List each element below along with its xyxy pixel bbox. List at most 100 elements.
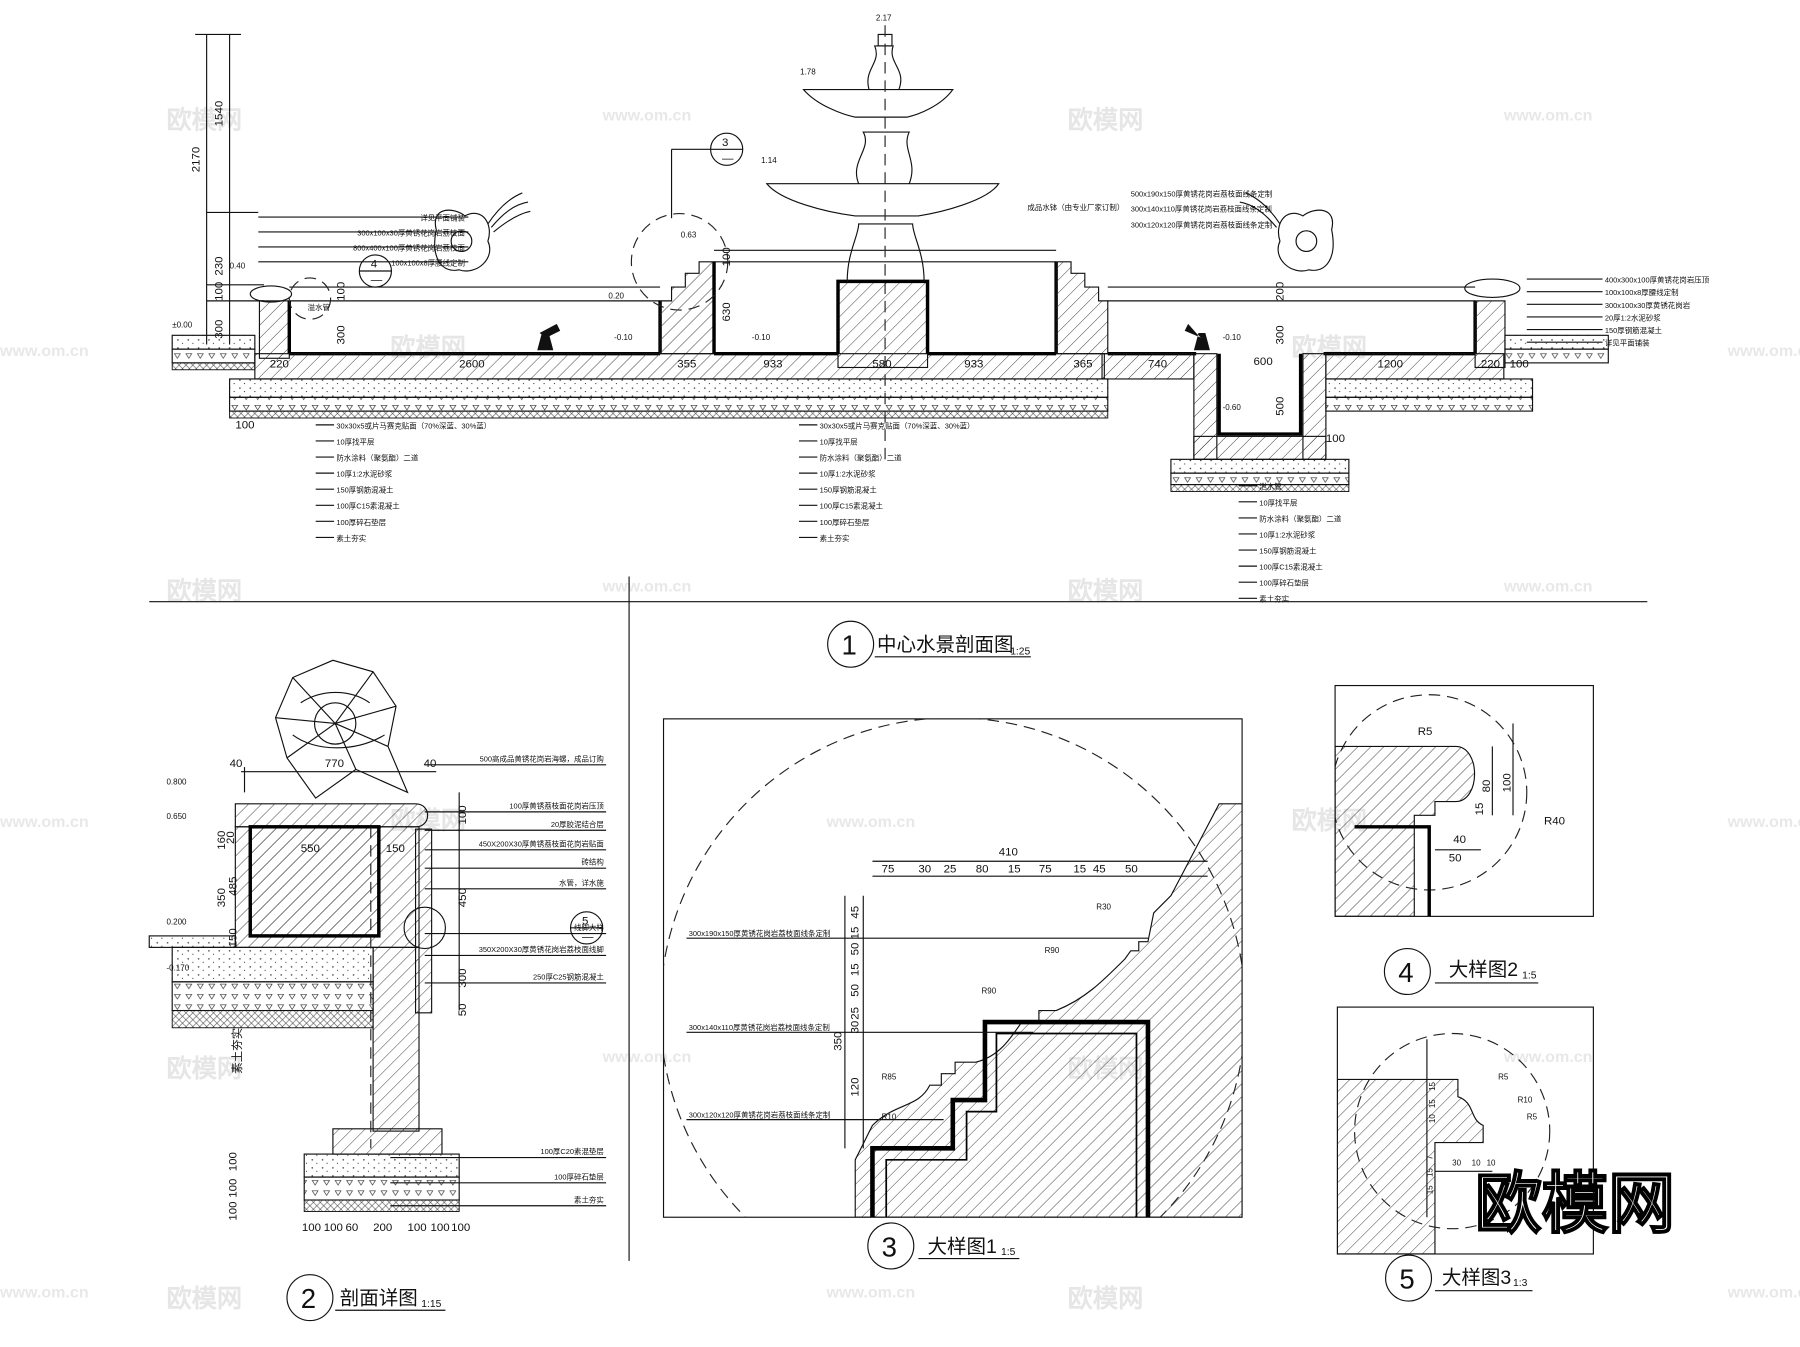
elevation-marker: -0.10 bbox=[1223, 333, 1242, 342]
dimension-label: 25 bbox=[850, 1007, 862, 1020]
dimension-label: 770 bbox=[325, 758, 344, 770]
dimension-label: 25 bbox=[944, 864, 957, 876]
dimension-label: R5 bbox=[1498, 1072, 1509, 1081]
watermark-brand: 欧模网 bbox=[166, 576, 242, 605]
annotation-note: 20厚1:2水泥砂浆 bbox=[1605, 312, 1661, 322]
watermark-url: www.om.cn bbox=[1503, 577, 1593, 595]
watermark-url: www.om.cn bbox=[602, 107, 692, 125]
dimension-label: 365 bbox=[1073, 358, 1092, 370]
dimension-label: 350 bbox=[832, 1032, 844, 1051]
annotation-note: 300x100x30厚黄锈花岗岩 bbox=[1605, 300, 1691, 310]
dim-100: 100 bbox=[214, 282, 226, 301]
section-title: 剖面详图 bbox=[340, 1288, 418, 1310]
annotation-note: 水管，详水施 bbox=[559, 877, 604, 887]
dimension-label: 50 bbox=[1449, 852, 1462, 864]
dimension-label: 30 bbox=[918, 864, 931, 876]
section-scale: 1:15 bbox=[421, 1299, 441, 1310]
dimension-label: R40 bbox=[1544, 816, 1565, 828]
dimension-label: 150 bbox=[227, 928, 239, 947]
layer-note: 10厚1:2水泥砂浆 bbox=[336, 469, 392, 479]
callout-ref-5: 5 bbox=[582, 915, 588, 927]
dim-300: 300 bbox=[214, 320, 226, 339]
dimension-label: 45 bbox=[850, 906, 862, 919]
section-title: 大样图1 bbox=[928, 1236, 997, 1258]
annotation-note: 100厚碎石垫层 bbox=[554, 1171, 604, 1181]
annotation-note: 450X200X30厚黄锈荔枝面花岗岩贴面 bbox=[479, 838, 605, 848]
dimension-label: 1200 bbox=[1378, 358, 1404, 370]
dimension-label: 15 bbox=[1428, 1081, 1437, 1090]
layer-note: 10厚1:2水泥砂浆 bbox=[820, 469, 876, 479]
dimension-label: 40 bbox=[424, 758, 437, 770]
watermark-brand: 欧模网 bbox=[166, 106, 242, 135]
radius-label: R90 bbox=[982, 986, 997, 995]
callout-sub: — bbox=[722, 153, 734, 165]
watermark-brand: 欧模网 bbox=[1068, 106, 1144, 135]
section-number: 5 bbox=[1399, 1263, 1414, 1294]
dimension-label: 10 bbox=[1428, 1114, 1437, 1123]
watermark-layer: 欧模网欧模网欧模网欧模网欧模网欧模网欧模网欧模网欧模网欧模网欧模网欧模网www.… bbox=[0, 106, 1800, 1313]
layer-note: 防水涂料（聚氨酯）二道 bbox=[820, 452, 903, 462]
elevation-marker: 1.78 bbox=[800, 68, 816, 77]
dimension-label: 50 bbox=[457, 1004, 469, 1017]
layer-note: 150厚钢筋混凝土 bbox=[820, 485, 878, 495]
dimension-label: 300 bbox=[457, 968, 469, 987]
annotation-note: 400x300x100厚黄锈花岗岩压顶 bbox=[1605, 274, 1710, 284]
section-1-title: 1 中心水景剖面图 1:25 bbox=[827, 620, 1031, 668]
dimension-label: R5 bbox=[1527, 1113, 1538, 1122]
watermark-url: www.om.cn bbox=[826, 813, 916, 831]
underwater-lamp-icon bbox=[1184, 323, 1210, 351]
dimension-label: 220 bbox=[1481, 358, 1500, 370]
dimension-label: 300 bbox=[335, 325, 347, 344]
annotation-note: 100x100x8厚腰线定制 bbox=[1605, 287, 1679, 297]
section-2-detail: 5 — 500高成品黄锈花岗岩海螺，成品订购100厚黄锈荔枝面花岗岩压顶20厚胶… bbox=[148, 659, 607, 1322]
elevation-marker: 0.800 bbox=[166, 777, 187, 786]
dimension-label: 80 bbox=[1481, 780, 1493, 793]
layer-note: 10厚找平层 bbox=[1259, 497, 1298, 507]
dimension-label: 300 bbox=[1274, 325, 1286, 344]
elevation-marker: -0.60 bbox=[1223, 403, 1242, 412]
dimension-label: 15 bbox=[1426, 1168, 1435, 1177]
underwater-lamp-icon bbox=[537, 323, 561, 351]
layer-note: 素土夯实 bbox=[1259, 594, 1289, 604]
elevation-marker: ±0.00 bbox=[172, 320, 193, 329]
dim-2170: 2170 bbox=[191, 147, 203, 173]
layer-note: 素土夯实 bbox=[336, 533, 366, 543]
annotation-note: 素土夯实 bbox=[574, 1194, 604, 1204]
dimension-label: 600 bbox=[1254, 356, 1273, 368]
elevation-marker: 0.63 bbox=[681, 231, 697, 240]
radius-label: R30 bbox=[1096, 902, 1111, 911]
dimension-label: 15 bbox=[850, 927, 862, 940]
dimension-label: 100 bbox=[324, 1222, 343, 1234]
dimension-label: 50 bbox=[850, 943, 862, 956]
dimension-label: 100 bbox=[227, 1152, 239, 1171]
layer-note: 泄水管 bbox=[1259, 481, 1281, 491]
section-number: 2 bbox=[301, 1283, 316, 1314]
dimension-label: 15 bbox=[1008, 864, 1021, 876]
dimension-label: 220 bbox=[270, 358, 289, 370]
dimension-label: 100 bbox=[227, 1179, 239, 1198]
dimension-label: 80 bbox=[976, 864, 989, 876]
dimension-label: R5 bbox=[1418, 726, 1433, 738]
section-number: 3 bbox=[882, 1231, 897, 1262]
radius-label: R10 bbox=[882, 1113, 897, 1122]
watermark-url: www.om.cn bbox=[1503, 1048, 1593, 1066]
dimension-label: 10 bbox=[1487, 1159, 1496, 1168]
callout-ref-3: 3 bbox=[722, 137, 728, 149]
dimension-label: 410 bbox=[999, 847, 1018, 859]
brand-watermark: 欧模网 bbox=[1475, 1167, 1675, 1241]
dim-1540: 1540 bbox=[214, 101, 226, 127]
dimension-label: 550 bbox=[301, 843, 320, 855]
elevation-marker: -0.170 bbox=[166, 963, 189, 972]
dimension-label: 15 bbox=[1073, 864, 1086, 876]
elevation-marker: 1.14 bbox=[761, 156, 777, 165]
shell-sculpture-right bbox=[1239, 192, 1334, 272]
dimension-label: 200 bbox=[1274, 282, 1286, 301]
watermark-url: www.om.cn bbox=[0, 813, 89, 831]
dimension-label: 450 bbox=[457, 888, 469, 907]
annotation-note: 详见平面铺装 bbox=[1605, 338, 1650, 348]
elevation-marker: 0.200 bbox=[166, 917, 187, 926]
annotation-note: 300x120x120厚黄锈花岗岩荔枝面线条定制 bbox=[689, 1109, 831, 1119]
